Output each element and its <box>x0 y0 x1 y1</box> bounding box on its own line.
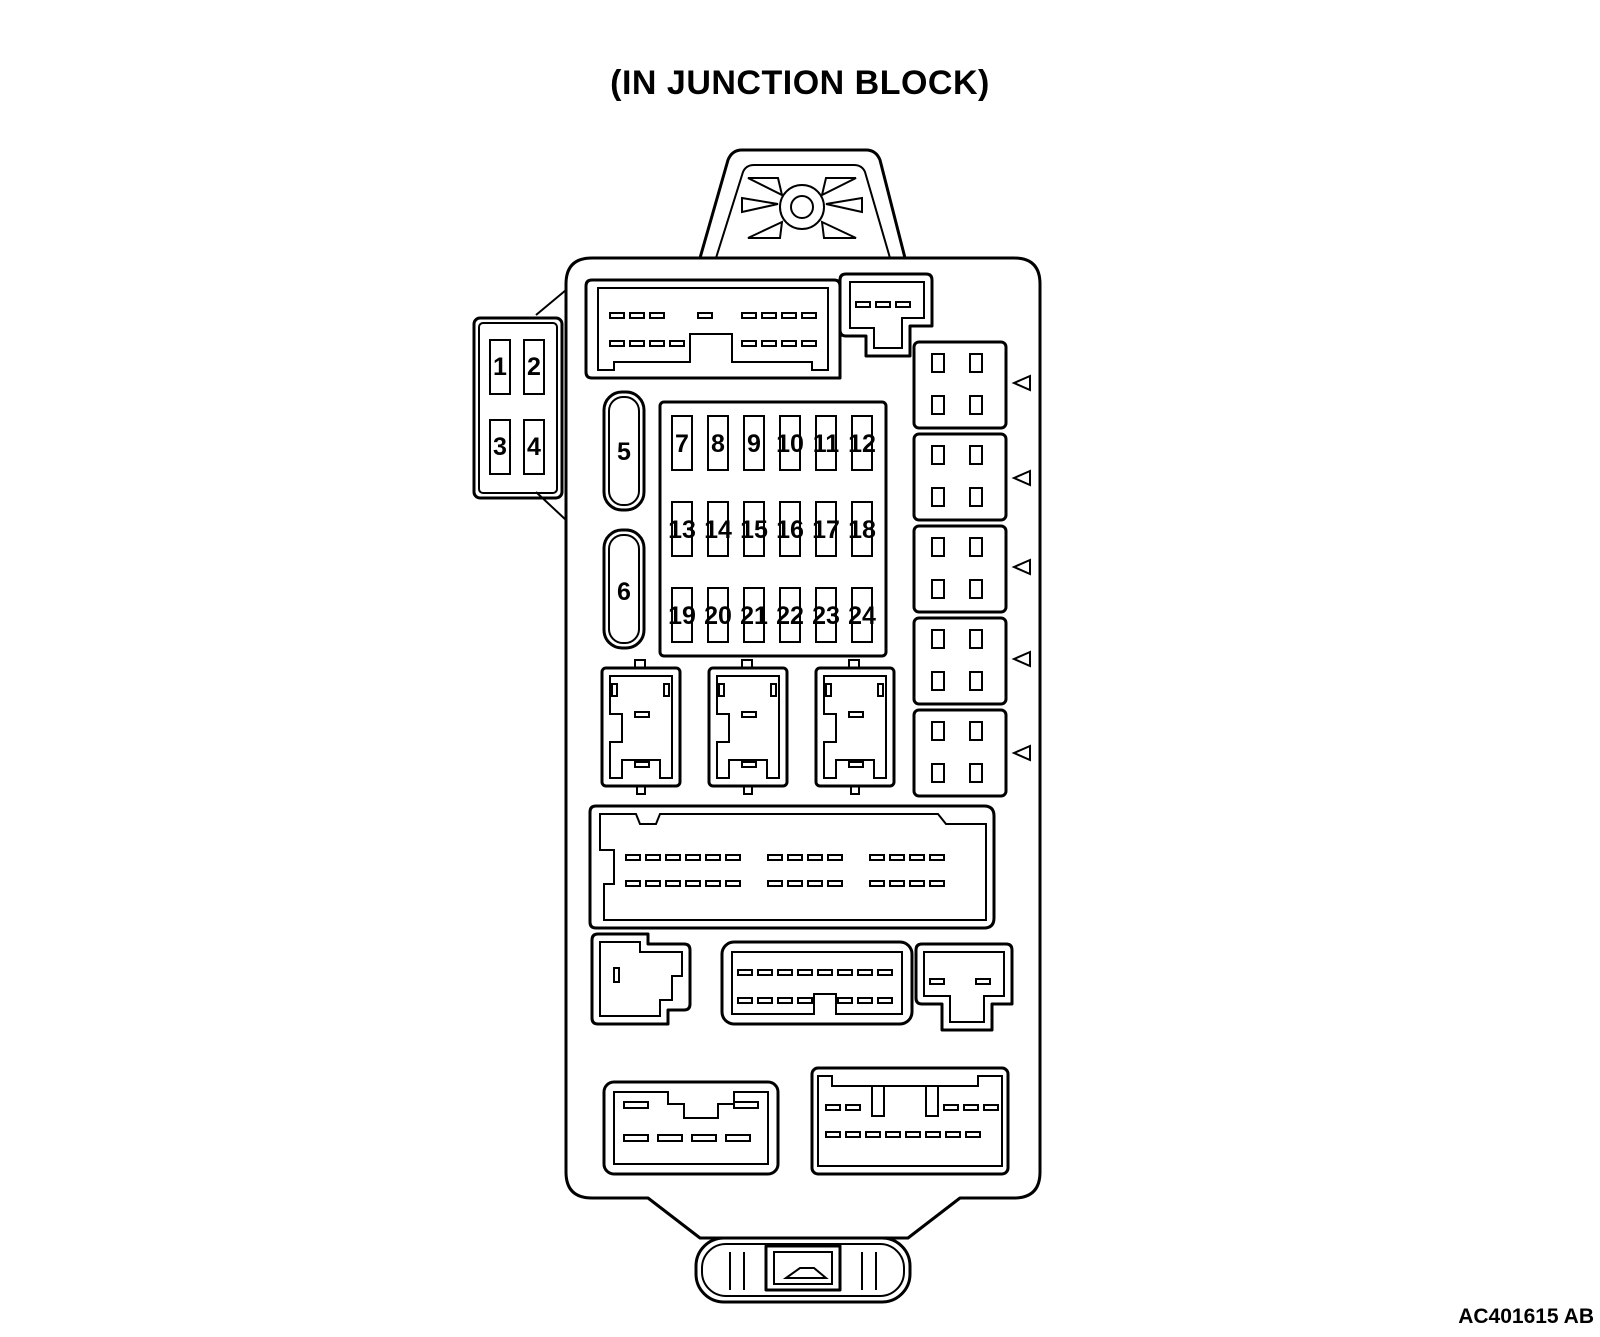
wide-connector <box>588 804 996 930</box>
fuse-slots-row-2 <box>671 501 873 557</box>
junction-block-body <box>564 256 1042 1240</box>
fuse-label-14: 14 <box>704 516 732 544</box>
relay-socket-c <box>814 659 896 795</box>
fuse-label-18: 18 <box>848 516 876 544</box>
fuse-label-21: 21 <box>740 602 768 630</box>
relay-socket-b <box>707 659 789 795</box>
fuse-label-16: 16 <box>776 516 804 544</box>
top-connector-terminals <box>609 312 817 347</box>
side-fuse-holder: 1 2 3 4 <box>472 289 567 521</box>
relay-sockets-middle <box>600 659 896 795</box>
top-connector <box>584 278 842 380</box>
fuse-label-5: 5 <box>617 438 631 466</box>
fuse-label-8: 8 <box>711 430 725 458</box>
relay-sockets-right <box>912 340 1031 798</box>
fuse-label-3: 3 <box>493 433 507 461</box>
fuse-label-9: 9 <box>747 430 761 458</box>
fuse-label-13: 13 <box>668 516 696 544</box>
fuse-label-4: 4 <box>527 433 541 461</box>
fuse-label-6: 6 <box>617 578 631 606</box>
fuse-slots-row-1 <box>671 415 873 471</box>
fuse-label-15: 15 <box>740 516 768 544</box>
fuse-label-11: 11 <box>813 430 840 458</box>
lower-middle-connector-terminals <box>737 969 893 1004</box>
bottom-left-connector <box>602 1080 780 1176</box>
relay-socket-a <box>600 659 682 795</box>
fuse-label-22: 22 <box>776 602 804 630</box>
fuse-label-2: 2 <box>527 353 541 381</box>
small-top-connector <box>838 272 934 358</box>
lower-right-connector <box>914 942 1014 1032</box>
bottom-right-connector <box>810 1066 1010 1176</box>
lower-left-connector <box>590 932 692 1026</box>
fuse-slots-row-3 <box>671 587 873 643</box>
fuse-label-20: 20 <box>704 602 732 630</box>
top-mounting-tab <box>698 148 907 259</box>
fuse-label-19: 19 <box>668 602 696 630</box>
fuse-label-1: 1 <box>493 353 507 381</box>
fuse-label-7: 7 <box>675 430 689 458</box>
fuse-label-10: 10 <box>776 430 804 458</box>
diagram-code: AC401615 AB <box>1458 1305 1594 1328</box>
lower-middle-connector <box>720 940 914 1026</box>
fuse-panel: 7 8 9 10 11 12 13 14 15 16 17 18 19 20 2… <box>658 400 888 658</box>
wide-connector-terminals <box>625 854 945 887</box>
large-fuse-6: 6 <box>602 528 646 650</box>
fuse-label-23: 23 <box>812 602 840 630</box>
bottom-latch <box>694 1236 912 1304</box>
fuse-label-12: 12 <box>848 430 876 458</box>
fuse-label-24: 24 <box>848 602 876 630</box>
large-fuse-5: 5 <box>602 390 646 512</box>
diagram-title: (IN JUNCTION BLOCK) <box>610 64 990 102</box>
fuse-label-17: 17 <box>812 516 840 544</box>
